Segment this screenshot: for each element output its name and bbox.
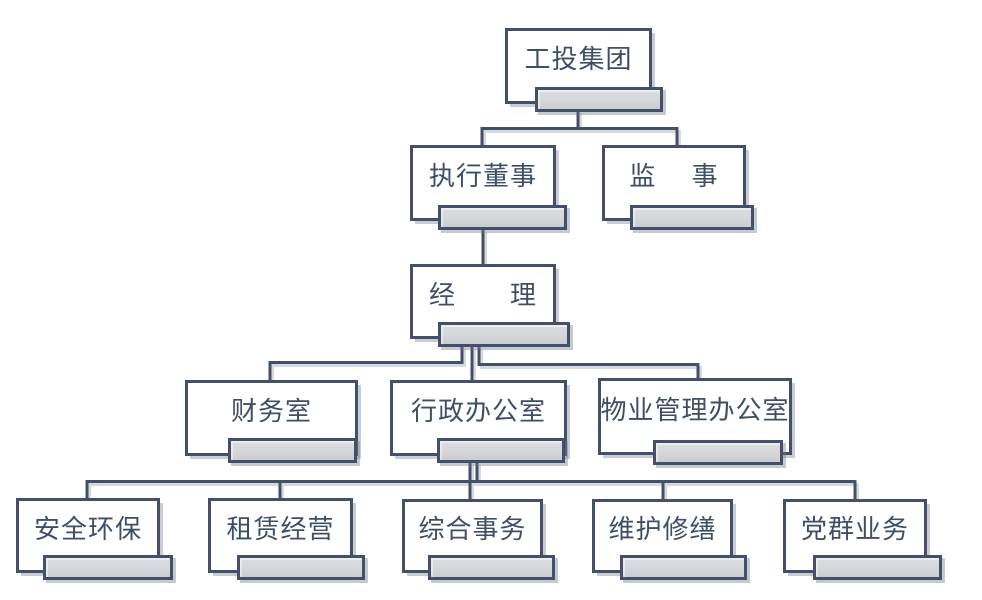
org-node-safety-label: 安全环保 xyxy=(33,513,142,544)
org-node-supervisor-label: 监 事 xyxy=(629,161,719,191)
org-node-maintenance-label: 维护修缮 xyxy=(608,514,717,544)
org-node-exec-name-placeholder xyxy=(438,205,567,230)
org-node-leasing-name-placeholder xyxy=(237,555,365,580)
org-node-group-label: 工投集团 xyxy=(524,44,633,74)
org-node-manager-name-placeholder xyxy=(438,322,570,347)
org-node-party-label: 党群业务 xyxy=(800,514,909,544)
org-node-group-name-placeholder xyxy=(535,87,663,112)
org-node-exec-label: 执行董事 xyxy=(428,161,537,191)
org-node-property-name-placeholder xyxy=(653,440,783,465)
org-node-general-label: 综合事务 xyxy=(418,514,527,544)
org-node-property-label: 物业管理办公室 xyxy=(600,394,790,425)
org-node-safety-name-placeholder xyxy=(43,555,173,580)
org-node-leasing-label: 租赁经营 xyxy=(226,513,335,544)
org-node-supervisor-name-placeholder xyxy=(630,205,754,230)
org-node-maintenance-name-placeholder xyxy=(620,555,747,580)
org-node-admin-name-placeholder xyxy=(437,438,565,463)
org-node-finance-label: 财务室 xyxy=(230,396,312,426)
org-node-manager-label: 经 理 xyxy=(428,279,537,310)
org-node-party-name-placeholder xyxy=(813,555,942,580)
org-node-finance-name-placeholder xyxy=(228,438,357,463)
org-node-general-name-placeholder xyxy=(428,555,555,580)
org-node-admin-label: 行政办公室 xyxy=(410,396,546,426)
